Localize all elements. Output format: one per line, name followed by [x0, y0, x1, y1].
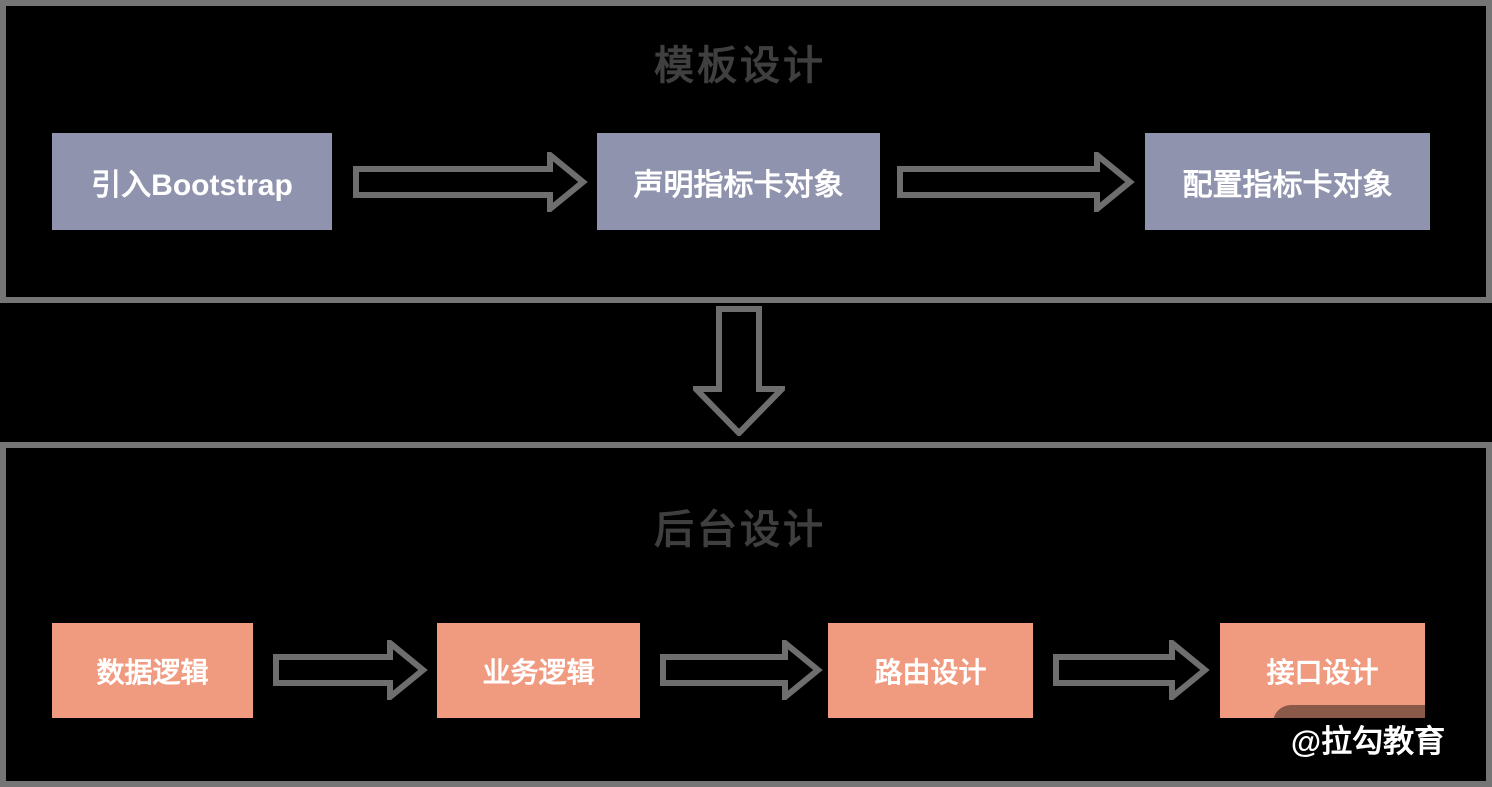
step-box-api-design: 接口设计 — [1220, 623, 1425, 718]
arrow-right-icon — [353, 152, 588, 212]
backend-section-title: 后台设计 — [654, 508, 826, 552]
watermark-background — [1273, 705, 1473, 769]
step-box-data-logic: 数据逻辑 — [52, 623, 253, 718]
step-box-declare-card-object: 声明指标卡对象 — [597, 133, 880, 230]
step-box-route-design: 路由设计 — [828, 623, 1033, 718]
arrow-down-icon — [693, 306, 785, 436]
arrow-right-icon — [897, 152, 1135, 212]
step-label: 路由设计 — [874, 656, 987, 688]
step-label: 声明指标卡对象 — [633, 168, 844, 202]
step-label: 业务逻辑 — [482, 656, 595, 688]
step-label: 数据逻辑 — [96, 656, 209, 688]
step-label: 接口设计 — [1266, 656, 1379, 688]
watermark-label: @拉勾教育 — [1290, 724, 1446, 759]
step-box-configure-card-object: 配置指标卡对象 — [1145, 133, 1430, 230]
arrow-right-icon — [1053, 640, 1210, 700]
backend-design-section — [0, 442, 1492, 787]
step-label: 配置指标卡对象 — [1182, 168, 1393, 202]
step-box-business-logic: 业务逻辑 — [437, 623, 640, 718]
step-box-import-bootstrap: 引入Bootstrap — [52, 133, 332, 230]
step-label: 引入Bootstrap — [91, 168, 293, 202]
arrow-right-icon — [660, 640, 823, 700]
template-section-title: 模板设计 — [654, 44, 826, 88]
arrow-right-icon — [273, 640, 428, 700]
